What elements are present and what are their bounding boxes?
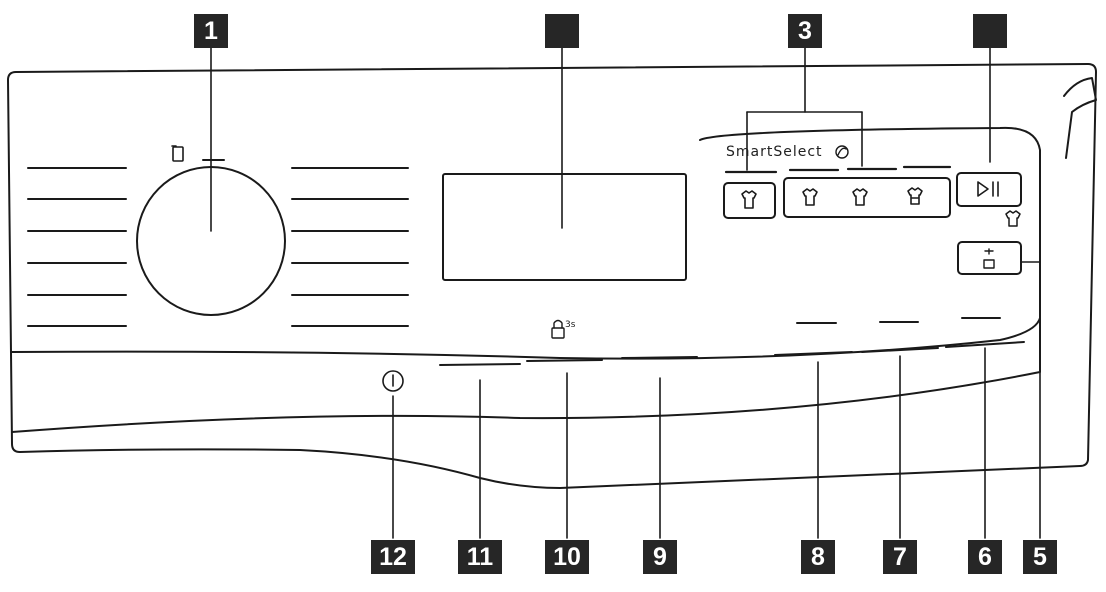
panel-lower-curve bbox=[11, 317, 1041, 360]
callout-10: 10 bbox=[545, 540, 589, 574]
smartselect-indicators bbox=[724, 165, 952, 174]
panel-base-curve bbox=[11, 319, 1041, 433]
power-button[interactable] bbox=[382, 370, 404, 392]
callout-9: 9 bbox=[643, 540, 677, 574]
callout-2 bbox=[545, 14, 579, 48]
dial-left-lines bbox=[27, 167, 127, 327]
callout-6: 6 bbox=[968, 540, 1002, 574]
panel-right-recess bbox=[699, 126, 1041, 331]
door-icon bbox=[171, 145, 184, 162]
upper-indicator-dashes bbox=[796, 317, 1001, 324]
shirt-icon bbox=[802, 188, 818, 206]
play-pause-icon bbox=[977, 181, 999, 197]
shirt-icon bbox=[852, 188, 868, 206]
shirt-icon bbox=[1005, 210, 1021, 227]
callout-8: 8 bbox=[801, 540, 835, 574]
callout-11: 11 bbox=[458, 540, 502, 574]
smartselect-brand-label: SmartSelect bbox=[726, 144, 823, 160]
display-screen bbox=[442, 173, 687, 281]
callout-12: 12 bbox=[371, 540, 415, 574]
smartselect-button-group[interactable] bbox=[783, 177, 951, 218]
eco-leaf-icon bbox=[835, 145, 849, 159]
callout-5: 5 bbox=[1023, 540, 1057, 574]
callout-1: 1 bbox=[194, 14, 228, 48]
shirt-icon bbox=[907, 187, 923, 205]
callout-3: 3 bbox=[788, 14, 822, 48]
lower-touch-zones bbox=[439, 341, 1025, 366]
leader-lines bbox=[210, 47, 1041, 539]
steam-icon bbox=[983, 248, 995, 269]
smartselect-button-1[interactable] bbox=[723, 182, 776, 219]
callout-7: 7 bbox=[883, 540, 917, 574]
steam-button[interactable] bbox=[957, 241, 1022, 275]
panel-outline bbox=[7, 63, 1097, 489]
shirt-icon bbox=[741, 190, 757, 209]
dial-right-lines bbox=[291, 167, 409, 327]
start-pause-button[interactable] bbox=[956, 172, 1022, 207]
panel-lip bbox=[1063, 77, 1097, 159]
lock-icon bbox=[551, 319, 565, 339]
power-icon bbox=[382, 370, 404, 392]
lock-timer-label: 3s bbox=[565, 320, 576, 330]
callout-4 bbox=[973, 14, 1007, 48]
